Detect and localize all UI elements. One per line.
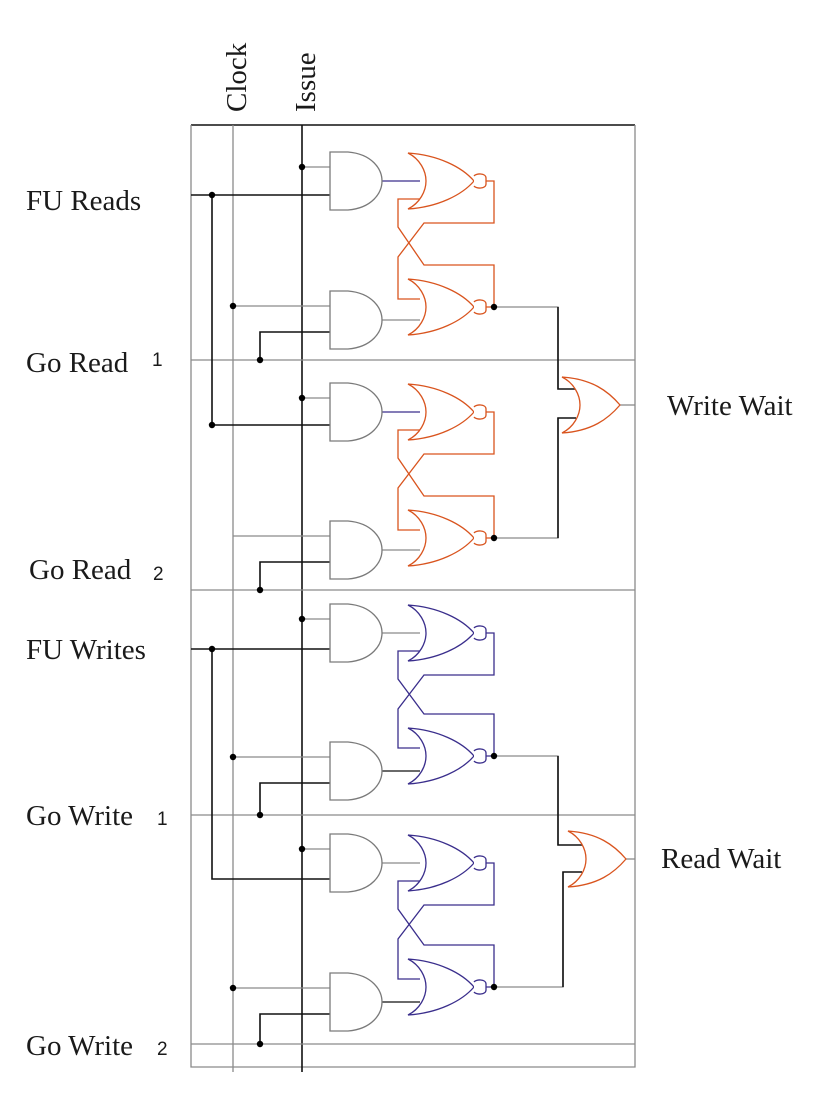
and-gate (329, 290, 383, 350)
go-to-and (259, 561, 330, 590)
junction-dot (490, 752, 498, 760)
inversion-bubble (473, 855, 487, 871)
nor-gate (407, 958, 475, 1016)
inversion-bubble (473, 404, 487, 420)
input-label-fu-reads: FU Reads (26, 185, 141, 217)
go-write-label: Go Write (26, 800, 133, 832)
go-write-subscript: 1 (157, 809, 168, 830)
latch-output (557, 307, 576, 390)
junction-dot (229, 302, 237, 310)
junction-dot (256, 811, 264, 819)
and-gate (329, 382, 383, 442)
go-read-subscript: 1 (152, 350, 163, 371)
junction-dot (490, 303, 498, 311)
junction-dot (298, 163, 306, 171)
latch-output (494, 755, 559, 845)
inversion-bubble (473, 530, 487, 546)
and-gate (329, 741, 383, 801)
go-to-and (259, 331, 330, 360)
latch-output (562, 871, 582, 987)
go-write-label: Go Write (26, 1030, 133, 1062)
junction-dot (256, 356, 264, 364)
latch-feedback (397, 180, 495, 300)
junction-dot (208, 421, 216, 429)
latch-feedback (397, 862, 495, 980)
issue-label: Issue (290, 52, 322, 112)
go-to-and (259, 1013, 330, 1044)
junction-dot (256, 1040, 264, 1048)
latch-output (557, 756, 582, 846)
and-gate (329, 972, 383, 1032)
and-gate (329, 520, 383, 580)
junction-dot (298, 845, 306, 853)
nor-gate (407, 152, 475, 210)
nor-gate (407, 604, 475, 662)
and-gate (329, 151, 383, 211)
read-wait-label: Read Wait (661, 843, 781, 875)
fu-writes-label: FU Writes (26, 634, 146, 666)
inversion-bubble (473, 625, 487, 641)
junction-dot (298, 615, 306, 623)
junction-dot (208, 645, 216, 653)
latch-feedback (397, 632, 495, 749)
input-label-go-write-2: Go Write 2 (26, 1030, 168, 1062)
go-read-subscript: 2 (153, 564, 164, 585)
output-or-gate (567, 830, 627, 888)
inversion-bubble (473, 748, 487, 764)
junction-dot (490, 983, 498, 991)
nor-gate (407, 509, 475, 567)
fu-line-2 (211, 195, 330, 426)
input-label-fu-writes: FU Writes (26, 634, 146, 666)
write-wait-label: Write Wait (667, 390, 793, 422)
and-gate (329, 603, 383, 663)
and-gate (329, 833, 383, 893)
inversion-bubble (473, 173, 487, 189)
gates-layer (329, 151, 627, 1032)
go-write-subscript: 2 (157, 1039, 168, 1060)
input-label-go-write-1: Go Write 1 (26, 800, 168, 832)
latch-feedback (397, 411, 495, 531)
nor-gate (407, 727, 475, 785)
latch-output (494, 418, 559, 539)
junctions-layer (208, 163, 498, 1048)
latch-output (557, 417, 576, 538)
wires-layer (190, 124, 636, 1072)
junction-dot (256, 586, 264, 594)
frame-border (190, 125, 636, 1068)
nor-gate (407, 834, 475, 892)
latch-output (494, 306, 559, 389)
inversion-bubble (473, 979, 487, 995)
fu-reads-label: FU Reads (26, 185, 141, 217)
inversion-bubble (473, 299, 487, 315)
junction-dot (229, 753, 237, 761)
junction-dot (490, 534, 498, 542)
junction-dot (229, 984, 237, 992)
output-or-gate (561, 376, 621, 434)
nor-gate (407, 383, 475, 441)
junction-dot (298, 394, 306, 402)
nor-gate (407, 278, 475, 336)
latch-output (494, 872, 564, 988)
input-label-go-read-1: Go Read 1 (26, 347, 163, 379)
fu-line-2 (211, 649, 330, 880)
go-read-label: Go Read (29, 554, 132, 586)
go-read-label: Go Read (26, 347, 129, 379)
clock-label: Clock (221, 42, 253, 112)
go-to-and (259, 782, 330, 815)
junction-dot (208, 191, 216, 199)
input-label-go-read-2: Go Read 2 (29, 554, 164, 586)
